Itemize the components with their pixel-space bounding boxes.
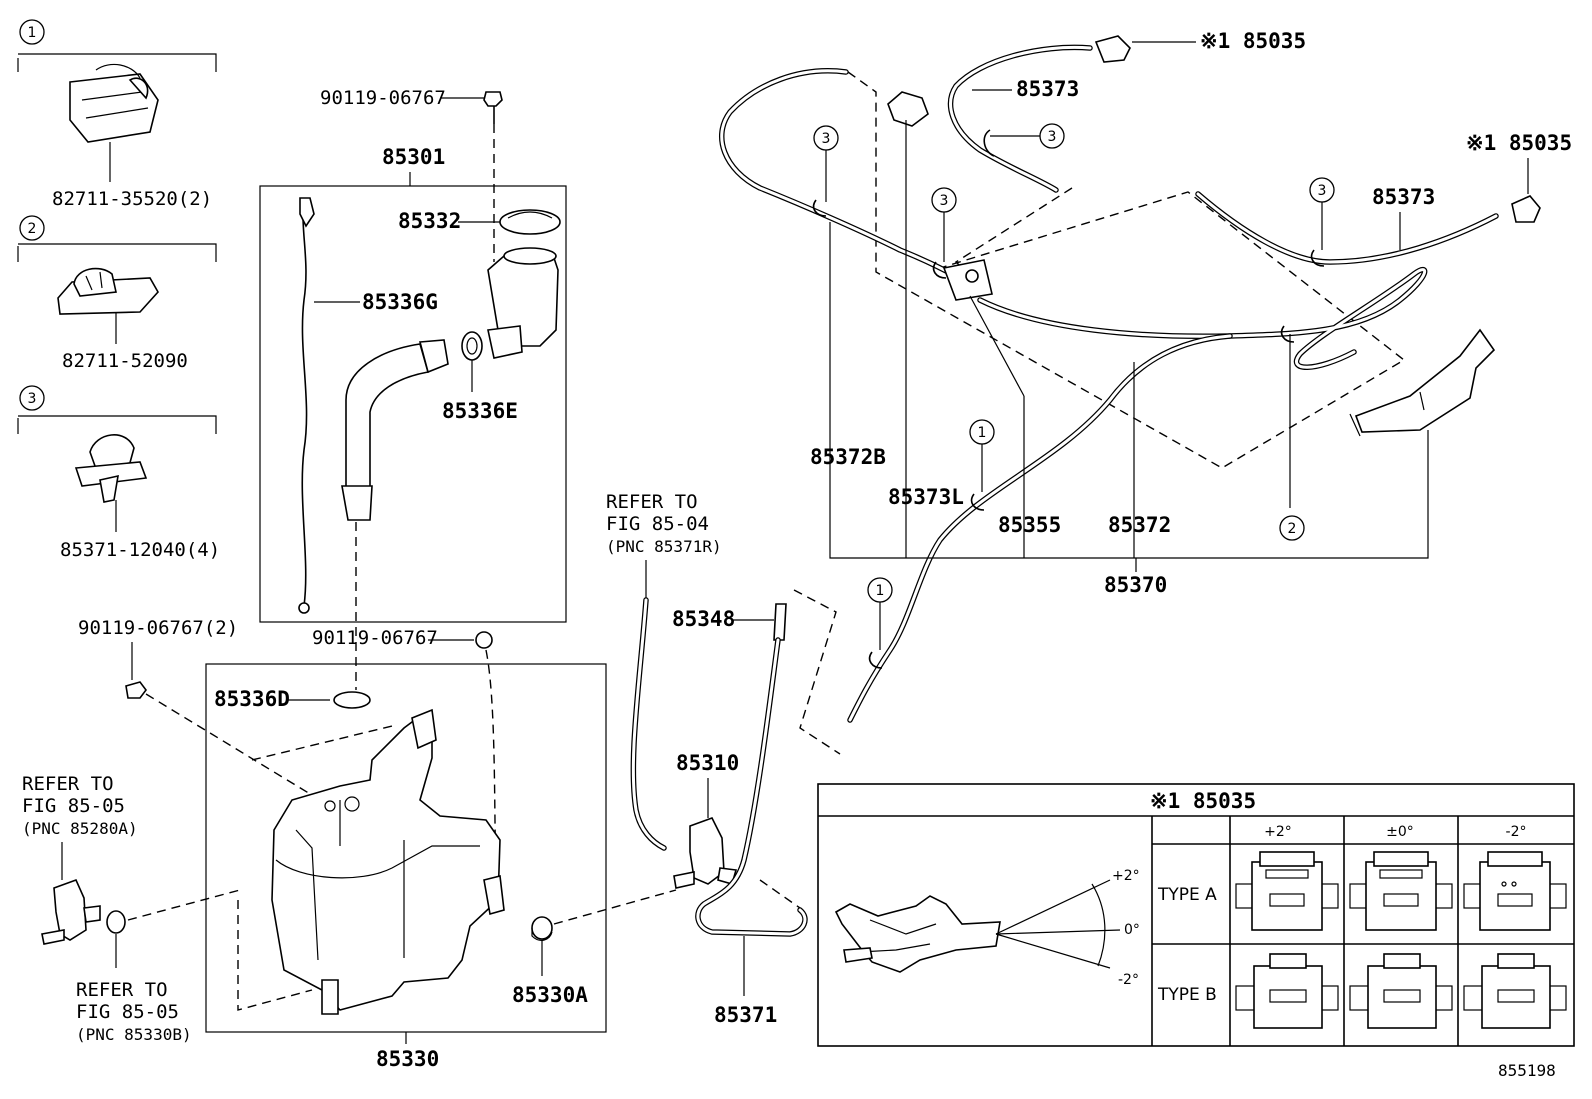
type-a-plus2-icon — [1235, 851, 1339, 931]
svg-text:0°: 0° — [1124, 922, 1140, 938]
grommet-85336d: 85336D — [214, 687, 371, 711]
nozzle-angle-drawing: +2° 0° -2° — [834, 868, 1140, 988]
clip-ref-2: 2 82711-52090 — [17, 215, 217, 372]
type-b-plus2-icon — [1235, 953, 1339, 1029]
svg-text:85373: 85373 — [1372, 185, 1435, 209]
svg-text:TYPE B: TYPE B — [1157, 985, 1217, 1005]
svg-text:FIG 85-05: FIG 85-05 — [76, 1001, 179, 1023]
svg-text:85371: 85371 — [714, 1003, 777, 1027]
svg-text:TYPE A: TYPE A — [1157, 885, 1217, 905]
svg-text:※1 85035: ※1 85035 — [1466, 131, 1572, 155]
svg-text:※1 85035: ※1 85035 — [1150, 789, 1256, 813]
callout-1-a: 1 — [969, 419, 995, 511]
svg-text:85373: 85373 — [1016, 77, 1079, 101]
gasket-85336e: 85336E — [442, 331, 518, 423]
inset-85035: ※1 85035 +2° ±0° -2° TYPE A TYPE B +2° 0… — [817, 783, 1575, 1047]
svg-text:3: 3 — [822, 131, 831, 147]
svg-text:85370: 85370 — [1104, 573, 1167, 597]
svg-text:2: 2 — [28, 221, 37, 237]
grommet-85330a: 85330A — [512, 889, 677, 1007]
svg-text:85371-12040(4): 85371-12040(4) — [60, 539, 220, 561]
svg-text:85373L: 85373L — [888, 485, 964, 509]
svg-text:-2°: -2° — [1506, 824, 1527, 840]
svg-text:±0°: ±0° — [1386, 824, 1414, 840]
svg-text:85336G: 85336G — [362, 290, 438, 314]
type-a-zero-icon — [1349, 851, 1453, 931]
callout-3-c: 3 — [931, 187, 957, 279]
svg-text:85301: 85301 — [382, 145, 445, 169]
callout-3-d: 3 — [1309, 177, 1335, 267]
refer-pump-left: REFER TO FIG 85-05 (PNC 85280A) REFER TO… — [22, 773, 241, 1044]
svg-text:FIG 85-04: FIG 85-04 — [606, 513, 709, 535]
svg-text:REFER TO: REFER TO — [22, 773, 114, 795]
svg-text:85310: 85310 — [676, 751, 739, 775]
clip-2-icon — [57, 267, 159, 315]
svg-text:85355: 85355 — [998, 513, 1061, 537]
svg-text:3: 3 — [1048, 129, 1057, 145]
svg-text:85372: 85372 — [1108, 513, 1171, 537]
tank-85330-box: 85330 — [205, 663, 607, 1071]
callout-2: 2 — [1279, 325, 1305, 541]
svg-text:85336E: 85336E — [442, 399, 518, 423]
svg-text:REFER TO: REFER TO — [76, 979, 168, 1001]
clip-1-icon — [69, 63, 159, 143]
svg-text:90119-06767(2): 90119-06767(2) — [78, 617, 238, 639]
svg-text:82711-35520(2): 82711-35520(2) — [52, 188, 212, 210]
svg-text:FIG 85-05: FIG 85-05 — [22, 795, 125, 817]
svg-text:※1 85035: ※1 85035 — [1200, 29, 1306, 53]
svg-text:1: 1 — [978, 425, 987, 441]
clip-ref-3: 3 85371-12040(4) — [17, 385, 220, 561]
refer-hose-mid: REFER TO FIG 85-04 (PNC 85371R) — [606, 491, 722, 851]
svg-text:+2°: +2° — [1112, 868, 1140, 884]
type-b-minus2-icon — [1463, 953, 1567, 1029]
bolt-two: 90119-06767(2) — [78, 617, 321, 801]
svg-text:1: 1 — [28, 25, 37, 41]
svg-text:2: 2 — [1288, 521, 1297, 537]
callout-3-a: 3 — [812, 125, 839, 217]
svg-text:90119-06767: 90119-06767 — [320, 87, 446, 109]
svg-text:(PNC 85280A): (PNC 85280A) — [22, 819, 138, 838]
pump-85310: 85310 — [673, 751, 739, 889]
clip-3-icon — [74, 434, 148, 503]
bolt-mid: 90119-06767 — [312, 627, 497, 891]
clip-ref-1: 1 82711-35520(2) — [17, 19, 217, 210]
svg-text:(PNC 85371R): (PNC 85371R) — [606, 537, 722, 556]
svg-text:1: 1 — [876, 583, 885, 599]
svg-text:+2°: +2° — [1264, 824, 1292, 840]
svg-text:85330A: 85330A — [512, 983, 588, 1007]
callout-1-b: 1 — [867, 577, 893, 669]
svg-text:3: 3 — [28, 391, 37, 407]
inlet-85301 — [487, 247, 559, 359]
svg-text:85330: 85330 — [376, 1047, 439, 1071]
joint-85348: 85348 — [672, 589, 841, 937]
svg-text:85348: 85348 — [672, 607, 735, 631]
tank-body — [237, 708, 505, 1015]
hose-85371-label: 85371 — [714, 936, 777, 1027]
type-a-minus2-icon — [1463, 851, 1567, 931]
bolt-top: 90119-06767 — [320, 87, 503, 262]
svg-text:90119-06767: 90119-06767 — [312, 627, 438, 649]
hose-assy-85370 — [719, 35, 1541, 723]
upper-right-labels: ※1 85035 85373 ※1 85035 85373 85372B 853… — [810, 29, 1572, 597]
svg-text:3: 3 — [940, 193, 949, 209]
svg-text:82711-52090: 82711-52090 — [62, 350, 188, 372]
callout-3-b: 3 — [983, 123, 1065, 157]
svg-text:(PNC 85330B): (PNC 85330B) — [76, 1025, 192, 1044]
svg-text:85336D: 85336D — [214, 687, 290, 711]
level-gauge-85336g: 85336G — [298, 197, 438, 614]
diagram-id: 855198 — [1498, 1061, 1556, 1080]
svg-text:85372B: 85372B — [810, 445, 886, 469]
svg-text:3: 3 — [1318, 183, 1327, 199]
svg-text:-2°: -2° — [1118, 972, 1139, 988]
svg-text:REFER TO: REFER TO — [606, 491, 698, 513]
cap-85332: 85332 — [398, 209, 561, 235]
assy-85301-box: 85301 — [259, 145, 567, 623]
filler-pipe — [341, 339, 449, 690]
type-b-zero-icon — [1349, 953, 1453, 1029]
svg-text:85332: 85332 — [398, 209, 461, 233]
